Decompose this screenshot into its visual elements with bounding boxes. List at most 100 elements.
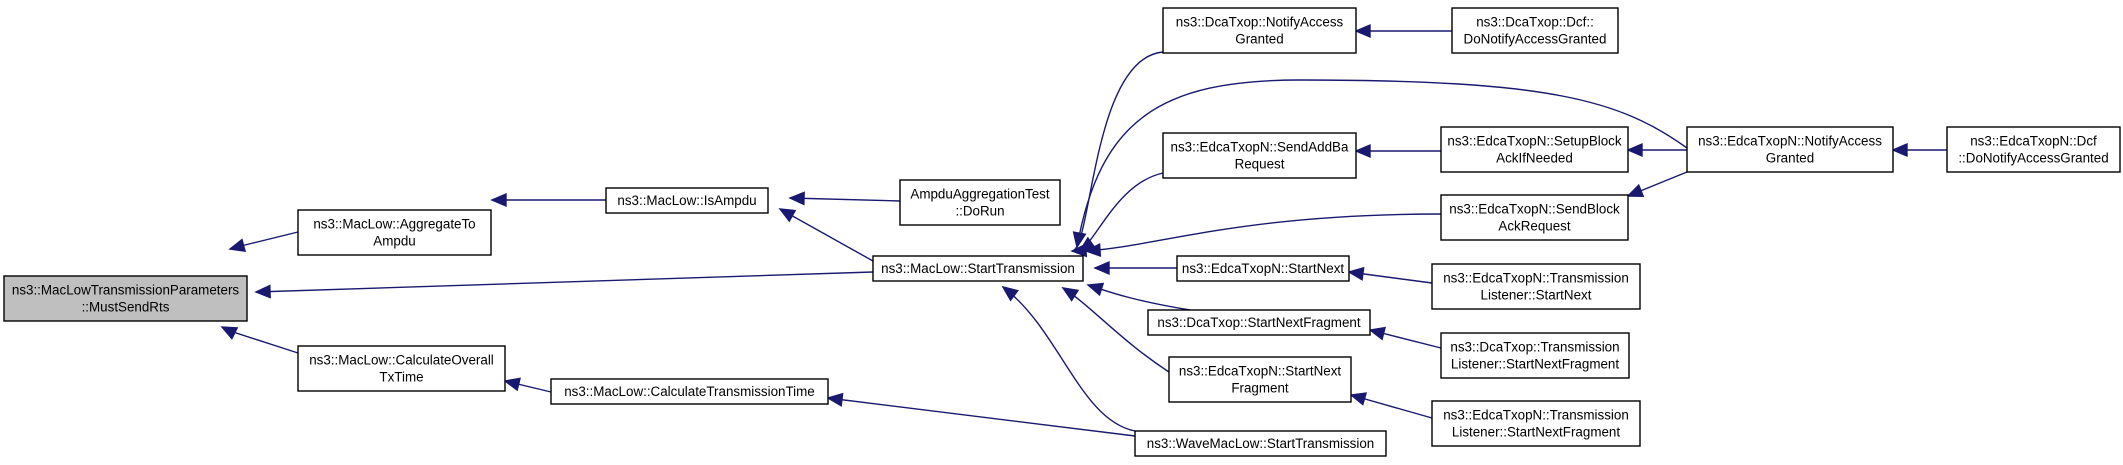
edge-n19-n5: [1072, 79, 1688, 249]
node-box[interactable]: [1176, 255, 1350, 282]
node-box[interactable]: [1440, 126, 1629, 173]
node-n0[interactable]: ns3::MacLowTransmissionParameters::MustS…: [3, 275, 248, 322]
node-label: ns3::EdcaTxopN::StartNext: [1179, 364, 1342, 379]
edge-n5-n3: [778, 208, 874, 262]
node-label: Ampdu: [373, 234, 415, 249]
node-box[interactable]: [297, 209, 492, 256]
node-n16[interactable]: ns3::EdcaTxopN::TransmissionListener::St…: [1431, 263, 1641, 310]
node-box[interactable]: [1440, 194, 1629, 241]
node-box[interactable]: [1440, 332, 1630, 379]
node-label: ns3::MacLow::StartTransmission: [881, 261, 1075, 276]
node-label: TxTime: [379, 370, 423, 385]
node-box[interactable]: [1946, 126, 2121, 173]
node-n7[interactable]: ns3::DcaTxop::NotifyAccessGranted: [1162, 7, 1357, 54]
edge-layer: [220, 23, 1947, 437]
node-n5[interactable]: ns3::MacLow::StartTransmission: [872, 255, 1084, 282]
arrowhead-icon: [1347, 266, 1365, 281]
node-box[interactable]: [1431, 263, 1641, 310]
node-label: ns3::MacLow::AggregateTo: [313, 217, 475, 232]
edge-line: [779, 208, 874, 262]
node-label: AckIfNeeded: [1496, 151, 1573, 166]
arrowhead-icon: [1001, 285, 1019, 302]
node-layer: ns3::MacLowTransmissionParameters::MustS…: [3, 7, 2121, 457]
node-label: ::DoNotifyAccessGranted: [1958, 151, 2108, 166]
edge-n12-n5: [1001, 285, 1136, 432]
edge-n14-n8: [1354, 143, 1441, 159]
node-box[interactable]: [1162, 7, 1357, 54]
node-label: ::DoRun: [955, 204, 1004, 219]
edge-line: [1085, 213, 1442, 252]
edge-n4-n3: [788, 191, 901, 206]
edge-n7-n5: [1070, 51, 1164, 258]
node-box[interactable]: [550, 378, 829, 405]
arrowhead-icon: [1349, 392, 1368, 406]
edge-n19-n15: [1626, 171, 1688, 198]
node-box[interactable]: [1147, 309, 1371, 336]
node-box[interactable]: [3, 275, 248, 322]
arrowhead-icon: [1086, 282, 1105, 297]
node-box[interactable]: [1686, 126, 1894, 173]
edge-n5-n0: [254, 271, 874, 299]
node-n10[interactable]: ns3::DcaTxop::StartNextFragment: [1147, 309, 1371, 336]
edge-n18-n11: [1349, 392, 1433, 419]
arrowhead-icon: [1061, 287, 1080, 302]
node-label: ns3::MacLow::CalculateOverall: [309, 353, 494, 368]
node-n6[interactable]: ns3::MacLow::CalculateTransmissionTime: [550, 378, 829, 405]
arrowhead-icon: [1626, 142, 1643, 158]
node-box[interactable]: [605, 187, 769, 214]
arrowhead-icon: [1354, 23, 1371, 39]
edge-n11-n5: [1061, 287, 1170, 373]
node-n13[interactable]: ns3::DcaTxop::Dcf::DoNotifyAccessGranted: [1451, 7, 1619, 54]
arrowhead-icon: [1084, 242, 1102, 258]
arrowhead-icon: [503, 377, 521, 392]
node-label: AmpduAggregationTest: [910, 187, 1049, 202]
edge-line: [1071, 51, 1164, 252]
edge-n9-n5: [1093, 260, 1177, 276]
node-box[interactable]: [297, 345, 506, 392]
arrowhead-icon: [228, 238, 247, 253]
node-box[interactable]: [1162, 132, 1357, 179]
node-n9[interactable]: ns3::EdcaTxopN::StartNext: [1176, 255, 1350, 282]
node-label: ns3::EdcaTxopN::Dcf: [1970, 134, 2097, 149]
node-label: Listener::StartNextFragment: [1452, 425, 1620, 440]
node-label: ns3::DcaTxop::Dcf::: [1476, 15, 1594, 30]
node-box[interactable]: [1168, 356, 1352, 403]
arrowhead-icon: [778, 208, 797, 223]
edge-n13-n7: [1354, 23, 1452, 39]
node-n12[interactable]: ns3::WaveMacLow::StartTransmission: [1134, 430, 1387, 457]
node-box[interactable]: [1451, 7, 1619, 54]
edge-line: [789, 197, 901, 202]
edge-n1-n0: [228, 231, 299, 253]
node-n18[interactable]: ns3::EdcaTxopN::TransmissionListener::St…: [1431, 400, 1641, 447]
arrowhead-icon: [490, 192, 507, 208]
node-label: ns3::MacLowTransmissionParameters: [12, 283, 240, 298]
node-box[interactable]: [1431, 400, 1641, 447]
node-box[interactable]: [899, 179, 1061, 226]
node-n4[interactable]: AmpduAggregationTest::DoRun: [899, 179, 1061, 226]
node-box[interactable]: [872, 255, 1084, 282]
node-label: Request: [1235, 157, 1285, 172]
node-label: ::MustSendRts: [82, 300, 170, 315]
node-label: ns3::MacLow::CalculateTransmissionTime: [564, 384, 815, 399]
node-label: Granted: [1766, 151, 1814, 166]
node-box[interactable]: [1134, 430, 1387, 457]
node-label: Listener::StartNextFragment: [1451, 357, 1619, 372]
node-n19[interactable]: ns3::EdcaTxopN::NotifyAccessGranted: [1686, 126, 1894, 173]
node-n20[interactable]: ns3::EdcaTxopN::Dcf::DoNotifyAccessGrant…: [1946, 126, 2121, 173]
node-label: Granted: [1235, 32, 1283, 47]
node-n17[interactable]: ns3::DcaTxop::TransmissionListener::Star…: [1440, 332, 1630, 379]
node-n11[interactable]: ns3::EdcaTxopN::StartNextFragment: [1168, 356, 1352, 403]
edge-n3-n1: [490, 192, 606, 208]
node-label: ns3::DcaTxop::Transmission: [1450, 340, 1619, 355]
node-label: ns3::DcaTxop::NotifyAccess: [1176, 15, 1344, 30]
arrowhead-icon: [826, 392, 844, 407]
edge-n12-n6: [826, 392, 1136, 437]
edge-n17-n10: [1368, 326, 1442, 349]
arrowhead-icon: [1354, 143, 1371, 159]
node-n3[interactable]: ns3::MacLow::IsAmpdu: [605, 187, 769, 214]
